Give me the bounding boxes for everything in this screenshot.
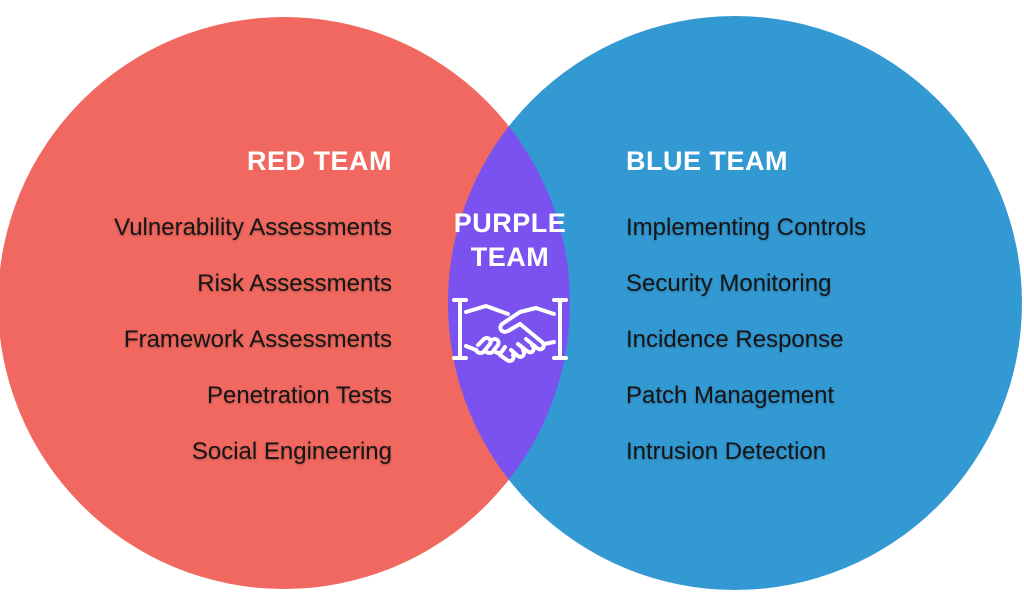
- blue-team-title: BLUE TEAM: [626, 146, 788, 176]
- purple-team-title-line2: TEAM: [470, 242, 550, 272]
- red-team-item: Vulnerability Assessments: [114, 214, 392, 241]
- purple-team-title-line1: PURPLE: [453, 208, 567, 238]
- red-team-circle: [0, 17, 570, 589]
- blue-team-item: Implementing Controls: [626, 214, 867, 241]
- purple-team-title: PURPLE TEAM: [440, 206, 580, 274]
- red-team-item: Social Engineering: [191, 438, 392, 465]
- blue-team-list: Implementing Controls Security Monitorin…: [626, 200, 866, 480]
- blue-team-circle: [448, 16, 1022, 590]
- blue-team-item: Intrusion Detection: [626, 438, 827, 465]
- red-team-item: Framework Assessments: [123, 326, 392, 353]
- red-team-item: Risk Assessments: [197, 270, 392, 297]
- red-team-item: Penetration Tests: [206, 382, 392, 409]
- red-team-list: Vulnerability Assessments Risk Assessmen…: [114, 200, 392, 480]
- blue-team-item: Patch Management: [626, 382, 835, 409]
- handshake-icon: [452, 298, 568, 364]
- blue-team-item: Security Monitoring: [626, 270, 832, 297]
- blue-team-item: Incidence Response: [626, 326, 844, 353]
- red-team-title: RED TEAM: [247, 146, 392, 176]
